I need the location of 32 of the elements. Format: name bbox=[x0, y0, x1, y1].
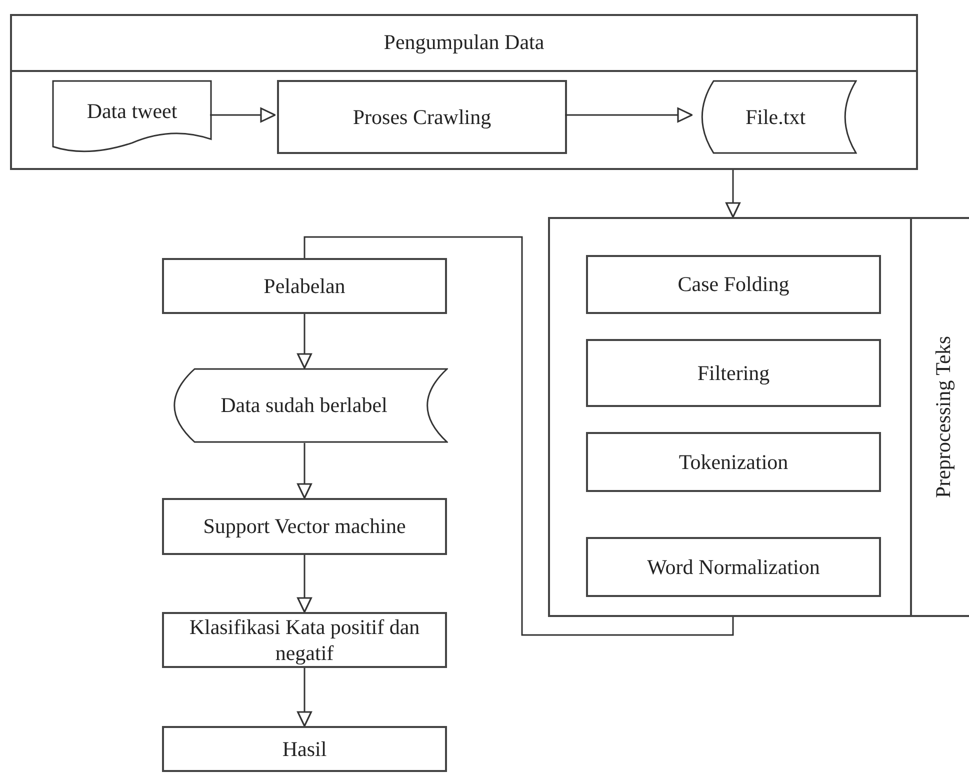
process-group-box bbox=[10, 14, 918, 170]
swimlane-box bbox=[548, 217, 969, 617]
lane-title: Preprocessing Teks bbox=[930, 336, 956, 498]
process-box bbox=[162, 726, 447, 772]
connector-arrow bbox=[210, 108, 276, 122]
process-box bbox=[277, 80, 567, 154]
group-title: Pengumpulan Data bbox=[384, 29, 544, 56]
connector-arrow bbox=[297, 668, 312, 727]
node-label: Pelabelan bbox=[264, 272, 346, 300]
connector-arrow bbox=[297, 443, 312, 499]
node-label: Hasil bbox=[282, 736, 327, 762]
process-box bbox=[162, 612, 447, 668]
process-box bbox=[586, 255, 881, 314]
connector-arrow bbox=[297, 555, 312, 613]
node-label: Word Normalization bbox=[647, 554, 820, 580]
node-label: Filtering bbox=[697, 360, 770, 386]
connector-arrow bbox=[297, 314, 312, 369]
connector-arrow bbox=[726, 170, 740, 218]
process-box bbox=[586, 432, 881, 492]
process-box bbox=[162, 258, 447, 314]
node-label: Case Folding bbox=[678, 271, 790, 298]
node-label: Tokenization bbox=[678, 448, 788, 476]
connector-arrow bbox=[565, 108, 693, 122]
node-label: Data tweet bbox=[86, 98, 178, 124]
node-label: Data sudah berlabel bbox=[220, 392, 388, 419]
node-label: File.txt bbox=[745, 104, 806, 130]
process-box bbox=[162, 498, 447, 555]
node-label: Support Vector machine bbox=[203, 513, 406, 540]
node-label: Proses Crawling bbox=[352, 104, 492, 130]
process-box bbox=[586, 537, 881, 597]
node-label: Klasifikasi Kata positif dan negatif bbox=[188, 614, 421, 666]
process-box bbox=[586, 339, 881, 407]
